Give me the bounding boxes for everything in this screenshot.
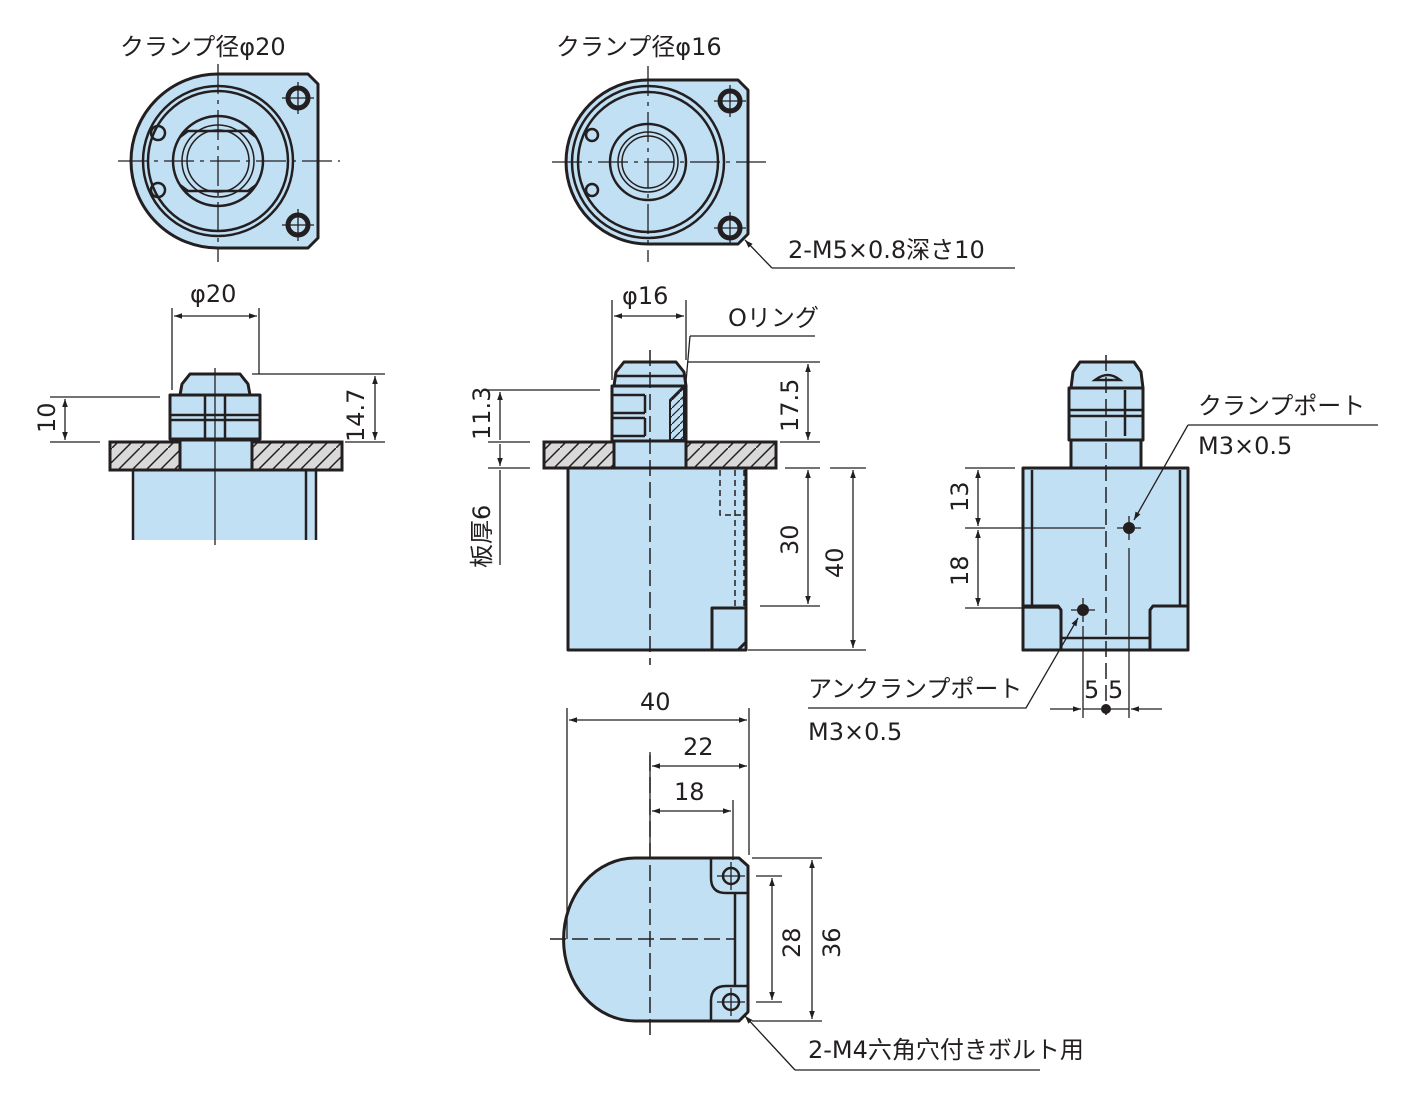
port-view: クランプポート M3×0.5 アンクランプポート M3×0.5 13 18 5 … <box>808 355 1378 746</box>
height-30-label: 30 <box>776 524 804 555</box>
clamp-port-leader <box>1134 424 1378 520</box>
cylinder-body-edges <box>131 470 318 540</box>
side-view-phi16: φ16 Oリング 17.5 11.3 板厚6 30 40 <box>468 282 866 665</box>
corner-pocket <box>710 606 748 652</box>
bolt-callout: 2-M4六角穴付きボルト用 <box>808 1036 1084 1064</box>
mount-thread-callout: 2-M5×0.8深さ10 <box>788 236 985 264</box>
base-outline <box>562 856 750 1023</box>
unclamp-port-label: アンクランプポート <box>808 675 1022 703</box>
o-ring-leader <box>684 335 815 405</box>
clamp-port-thread: M3×0.5 <box>1198 432 1292 460</box>
hidden-lines <box>719 470 745 608</box>
hole-centerlines <box>717 862 745 1016</box>
height-17-5-label: 17.5 <box>776 379 804 432</box>
height-11-3-label: 11.3 <box>468 387 496 440</box>
cylinder-body <box>133 470 316 540</box>
bolt-callout-leader <box>745 1016 1040 1071</box>
head-slot <box>1091 373 1124 382</box>
bottom-view: 40 22 18 28 36 2-M4六角穴付きボルト用 <box>550 688 1084 1071</box>
top-view-phi20: クランプ径φ20 <box>118 33 340 262</box>
dim-40-label: 40 <box>640 688 671 716</box>
extension-lines <box>171 308 260 390</box>
leader-line <box>745 240 1015 269</box>
left-foot <box>1021 604 1063 652</box>
sleeve-slots <box>612 393 647 438</box>
top-view-phi20-title: クランプ径φ20 <box>120 33 286 61</box>
plate-thickness-label: 板厚6 <box>468 505 496 568</box>
dim-13-label: 13 <box>946 481 974 512</box>
height-10-label: 10 <box>33 402 61 433</box>
side-view-phi20: φ20 10 14.7 <box>33 280 385 545</box>
dim-22-label: 22 <box>683 733 714 761</box>
hole-centerlines <box>282 82 314 241</box>
top-view-phi16: クランプ径φ16 2-M5×0.8深さ10 <box>552 33 1015 269</box>
extension-lines-17-5 <box>688 361 820 443</box>
body-edges <box>1030 470 1182 605</box>
clamp-port-label: クランプポート <box>1198 392 1365 420</box>
o-ring-label: Oリング <box>728 304 819 332</box>
dim-36-label: 36 <box>818 927 846 958</box>
height-40-label: 40 <box>821 547 849 578</box>
dim-28-label: 28 <box>778 927 806 958</box>
pin-hole-upper <box>149 124 167 142</box>
centerlines <box>118 64 340 262</box>
top-view-phi16-title: クランプ径φ16 <box>556 33 722 61</box>
dim-5-left-label: 5 <box>1084 676 1099 704</box>
dim-18-label: 18 <box>946 555 974 586</box>
height-14-7-label: 14.7 <box>342 389 370 442</box>
extension-lines-14-7 <box>252 373 385 443</box>
extension-lines-30 <box>760 467 820 607</box>
hole-centerlines <box>714 85 746 244</box>
extension-lines-vertical <box>752 857 822 1022</box>
right-foot <box>1148 604 1190 652</box>
extension-lines-40 <box>748 467 866 651</box>
port-extension-lines <box>1082 548 1130 718</box>
extension-lines <box>611 300 687 380</box>
neck <box>178 438 254 472</box>
extension-lines-13-18 <box>965 467 1105 609</box>
phi20-label: φ20 <box>190 280 236 308</box>
dim-origin-dot <box>1101 704 1111 714</box>
pin-hole-upper <box>584 127 600 143</box>
extension-lines-10 <box>50 396 160 443</box>
dim-5-right-label: 5 <box>1108 676 1123 704</box>
centerlines <box>552 66 766 262</box>
pin-hole-lower <box>584 182 600 198</box>
pin-hole-lower <box>149 181 167 199</box>
phi16-label: φ16 <box>622 282 668 310</box>
extension-lines-horizontal <box>566 708 750 939</box>
dim-18-label: 18 <box>674 778 705 806</box>
unclamp-port-leader <box>808 617 1079 709</box>
unclamp-port-thread: M3×0.5 <box>808 718 902 746</box>
